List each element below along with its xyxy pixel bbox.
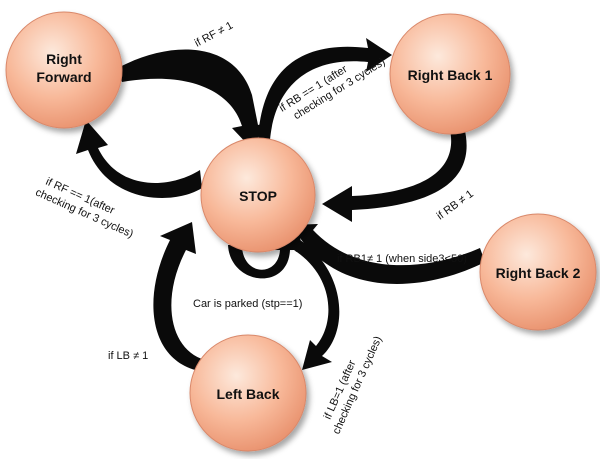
arrow-stop-to-rb1 <box>258 38 392 140</box>
arrow-stop-to-rf <box>76 120 202 198</box>
node-label-right-forward-line2: Forward <box>36 69 91 85</box>
node-label-right-back-2: Right Back 2 <box>496 265 581 281</box>
node-label-stop: STOP <box>239 188 277 204</box>
node-stop: STOP <box>200 137 316 253</box>
node-left-back: Left Back <box>189 334 307 452</box>
arrow-stop-to-lb <box>294 240 340 370</box>
arrow-rb1-to-stop <box>322 120 467 222</box>
arrow-rf-to-stop <box>118 49 268 148</box>
node-label-left-back: Left Back <box>216 386 279 402</box>
arrow-stop-rb2 <box>288 224 485 284</box>
node-label-right-forward-line1: Right <box>46 51 82 67</box>
edge-label-lb-to-stop: if LB ≠ 1 <box>108 350 148 362</box>
edge-label-rf-to-stop: if RF ≠ 1 <box>193 20 235 50</box>
edge-label-rb1-rb2: if RB1≠ 1 (when side3<50) <box>337 253 467 265</box>
arrow-lb-to-stop <box>153 222 205 372</box>
node-right-back-1: Right Back 1 <box>389 13 511 135</box>
edge-label-stop-self: Car is parked (stp==1) <box>193 298 302 310</box>
node-right-back-2: Right Back 2 <box>479 213 597 331</box>
node-label-right-back-1: Right Back 1 <box>408 67 493 83</box>
edge-label-rb1-to-stop: if RB ≠ 1 <box>435 188 476 222</box>
